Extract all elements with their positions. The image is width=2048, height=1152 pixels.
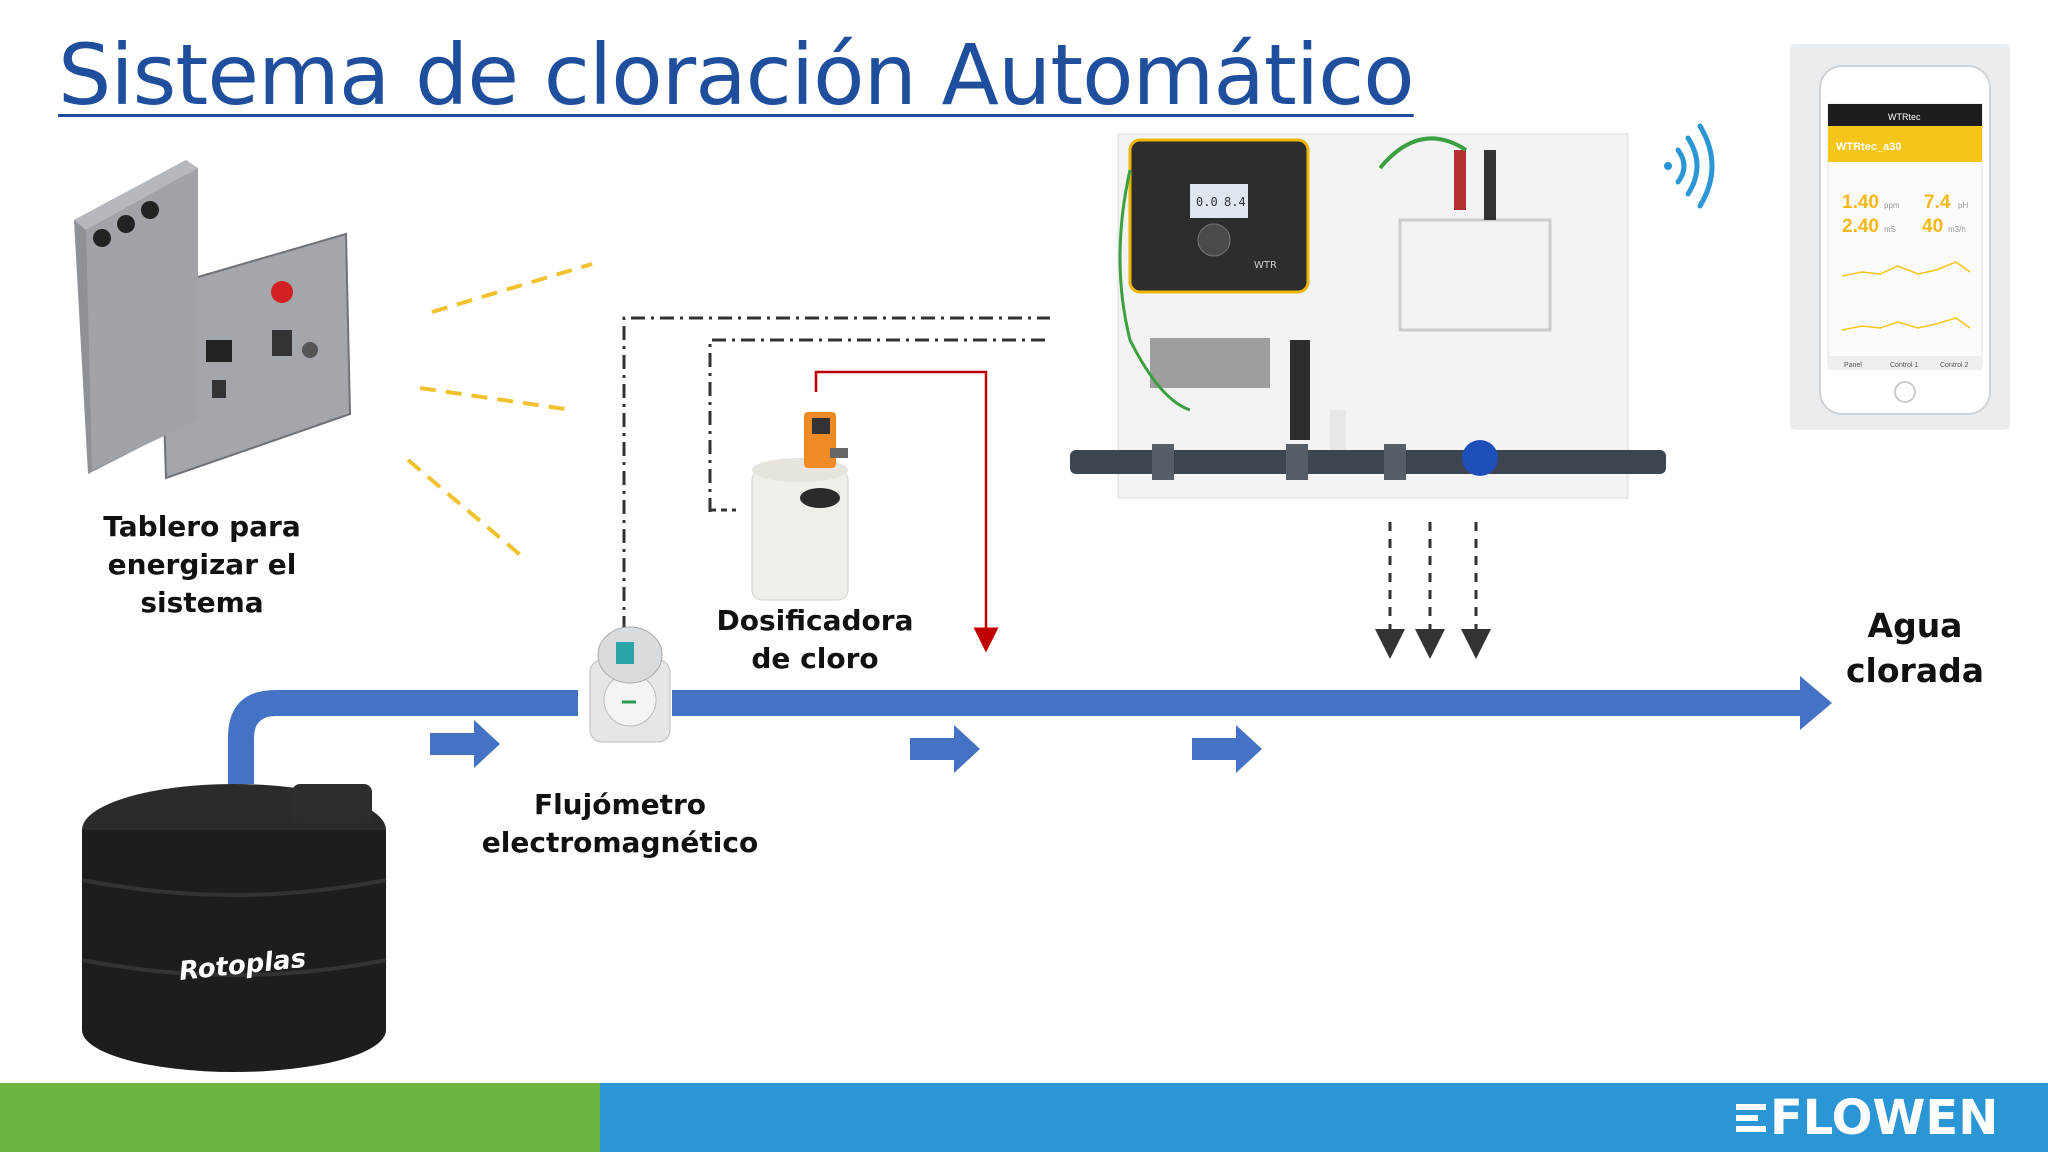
controller-brand: WTR (1254, 260, 1277, 271)
flowmeter-image (589, 626, 671, 743)
controller-reading-2: 8.4 (1224, 195, 1246, 209)
phone-reading-3: 2.40 (1842, 216, 1879, 237)
flow-arrows (430, 720, 1262, 773)
signal-lines (622, 316, 1050, 630)
control-panel-image (74, 160, 352, 480)
label-agua-clorada: Agua clorada (1846, 606, 1984, 690)
phone-reading-4: 40 (1922, 216, 1943, 237)
controller-reading-1: 0.0 (1196, 195, 1218, 209)
phone-tab-2: Control 1 (1890, 362, 1919, 369)
label-tablero: Tablero para energizar el sistema (103, 510, 301, 619)
phone-unit-3: mS (1884, 225, 1896, 234)
smartphone-image: WTRtec WTRtec_a30 1.40 ppm 7.4 pH 2.40 m… (1790, 44, 2010, 430)
label-flujometro: Flujómetro electromagnético (481, 788, 759, 859)
phone-unit-4: m3/h (1948, 225, 1966, 234)
phone-app-name: WTRtec (1888, 112, 1921, 122)
page-title: Sistema de cloración Automático (58, 26, 1415, 124)
injection-arrows (1375, 522, 1491, 659)
water-tank-image: Rotoplas (81, 784, 387, 1072)
dosing-signal-red (814, 370, 999, 653)
phone-device-name: WTRtec_a30 (1836, 141, 1901, 153)
water-pipe (228, 676, 1832, 784)
wifi-icon (1664, 123, 1715, 209)
phone-tab-1: Panel (1844, 362, 1862, 369)
dosing-pump-image (751, 412, 849, 601)
phone-unit-2: pH (1958, 201, 1968, 210)
panel-rays (406, 262, 593, 560)
phone-reading-1: 1.40 (1842, 192, 1879, 213)
phone-tab-3: Control 2 (1940, 362, 1969, 369)
footer-bar-blue (600, 1083, 2048, 1152)
analysis-panel-image: 0.0 8.4 WTR (1070, 133, 1666, 499)
flowen-logo-mark-icon (1736, 1102, 1766, 1134)
phone-reading-2: 7.4 (1924, 192, 1951, 213)
phone-unit-1: ppm (1884, 201, 1900, 210)
label-dosificadora: Dosificadora de cloro (716, 604, 914, 675)
flowen-logo: FLOWEN (1736, 1090, 1998, 1146)
footer-bar-green (0, 1083, 600, 1152)
flowen-logo-text: FLOWEN (1770, 1090, 1999, 1146)
